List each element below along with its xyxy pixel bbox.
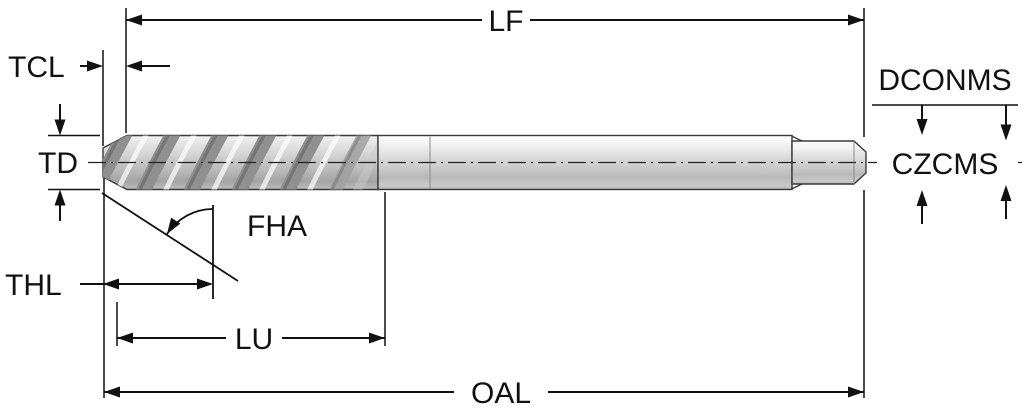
label-tcl: TCL bbox=[8, 51, 65, 84]
label-dconms: DCONMS bbox=[878, 64, 1011, 97]
label-thl: THL bbox=[5, 269, 62, 302]
dimension-dconms: DCONMS bbox=[872, 64, 1018, 141]
dimension-tcl: TCL bbox=[8, 50, 170, 146]
square-drive-end bbox=[791, 135, 867, 190]
dimension-lu: LU bbox=[116, 192, 386, 356]
dimension-lf: LF bbox=[125, 5, 865, 137]
label-lu: LU bbox=[235, 323, 273, 356]
dimension-fha: FHA bbox=[101, 192, 307, 299]
dimension-oal: OAL bbox=[103, 178, 865, 410]
tool-drawing bbox=[88, 134, 1022, 191]
label-czcms: CZCMS bbox=[892, 148, 999, 181]
dimension-td: TD bbox=[38, 104, 100, 221]
label-td: TD bbox=[38, 147, 78, 180]
flute-grooves bbox=[103, 135, 378, 190]
helix-reference-line bbox=[101, 192, 239, 282]
label-oal: OAL bbox=[471, 377, 531, 410]
label-fha: FHA bbox=[247, 210, 307, 243]
label-lf: LF bbox=[488, 5, 523, 38]
dimension-thl: THL bbox=[5, 269, 213, 302]
dimension-czcms: CZCMS bbox=[877, 146, 1013, 224]
